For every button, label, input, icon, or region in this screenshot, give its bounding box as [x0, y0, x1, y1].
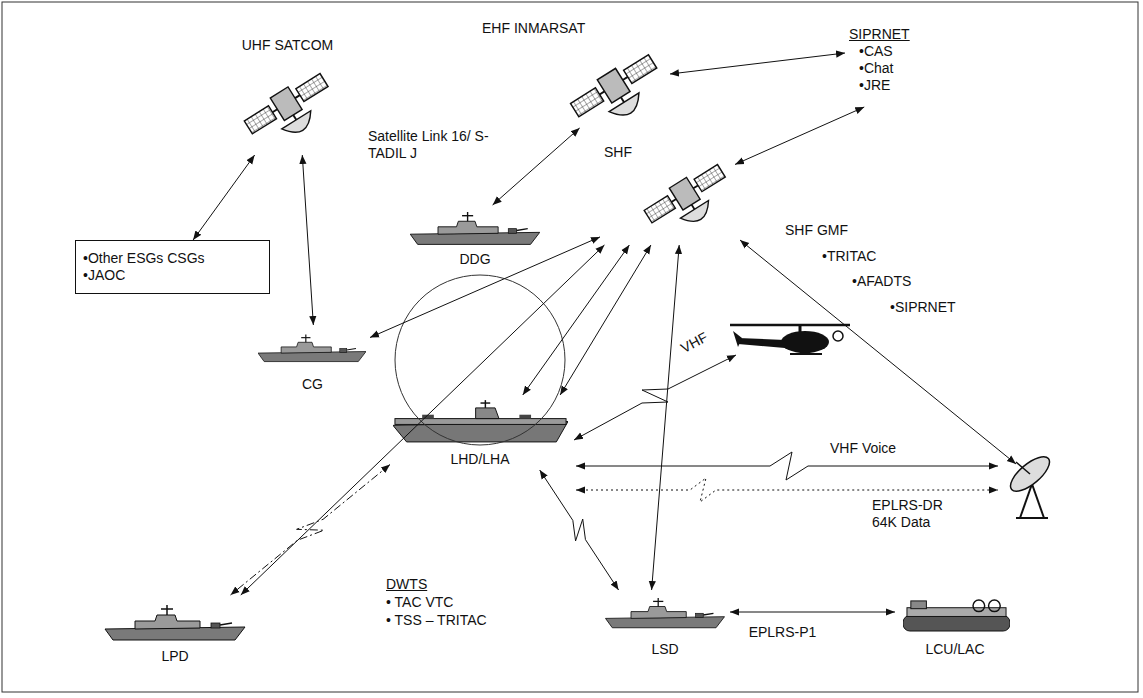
- shf-satellite: [641, 160, 737, 242]
- cg-ship: [258, 335, 366, 362]
- dish-feed: [1016, 462, 1030, 474]
- ship-node: CG: [255, 325, 370, 395]
- list-item: •JRE: [859, 77, 890, 94]
- link-note: •TRITAC: [822, 248, 876, 265]
- craft-node: LCU/LAC: [895, 590, 1015, 660]
- list-item: •CAS: [859, 43, 893, 60]
- list-item: • TAC VTC: [386, 594, 453, 611]
- ehf-satellite: [567, 50, 669, 138]
- node-label: CG: [302, 376, 323, 393]
- link-arrow: [670, 53, 845, 74]
- link-arrow: [231, 465, 390, 595]
- coverage-circle: [395, 275, 565, 445]
- link-note: SHF GMF: [785, 222, 848, 239]
- satellite-node: SHF: [600, 140, 735, 245]
- list-item: • TSS – TRITAC: [386, 612, 487, 629]
- nose-sensor: [833, 331, 843, 341]
- link-note: VHF: [678, 329, 711, 357]
- node-label: LHD/LHA: [450, 451, 509, 468]
- node-label: LSD: [651, 641, 678, 658]
- helicopter: [730, 325, 850, 354]
- node-label: SIPRNET: [849, 26, 910, 43]
- group-heading: DWTS: [386, 576, 427, 593]
- link-arrow: [560, 245, 651, 395]
- ship-node: DDG: [405, 205, 545, 270]
- list-item: •JAOC: [83, 267, 125, 284]
- satellite-node: UHF SATCOM: [225, 35, 350, 155]
- lhd-ship: [393, 400, 568, 442]
- link-note: •AFADTS: [852, 273, 911, 290]
- dish-base: [1016, 517, 1048, 519]
- link-arrow: [241, 245, 605, 595]
- node-label: LCU/LAC: [925, 641, 984, 658]
- ship-node: LSD: [600, 590, 730, 660]
- link-arrow: [540, 470, 619, 590]
- link-note: EPLRS-DR 64K Data: [872, 497, 952, 531]
- link-note: Satellite Link 16/ S-TADIL J: [368, 128, 498, 162]
- lsd-ship: [606, 598, 725, 628]
- node-label: EHF INMARSAT: [482, 20, 585, 37]
- group-box: •Other ESGs CSGs•JAOC: [75, 240, 270, 294]
- node-label: •Other ESGs CSGs: [83, 250, 205, 267]
- tail-fin: [733, 331, 742, 347]
- satellite-node: EHF INMARSAT: [480, 18, 670, 128]
- link-arrow: [370, 237, 600, 338]
- link-label: EPLRS-P1: [747, 624, 819, 641]
- network-list: SIPRNET•CAS•Chat•JRE: [845, 22, 935, 107]
- helicopter-body: [781, 331, 829, 353]
- link-arrow: [302, 155, 313, 325]
- lcac-craft: [903, 600, 1010, 631]
- ship-node: LPD: [95, 595, 255, 667]
- link-note: •SIPRNET: [890, 299, 956, 316]
- list-item: •Chat: [859, 60, 893, 77]
- link-arrow: [193, 155, 255, 240]
- link-arrow: [523, 245, 630, 395]
- rotor: [730, 324, 850, 327]
- node-label: DDG: [459, 251, 490, 268]
- link-arrow: [652, 245, 680, 590]
- node-label: UHF SATCOM: [242, 37, 334, 54]
- link-arrow: [730, 612, 895, 613]
- uhf-satellite: [241, 69, 340, 154]
- link-arrow: [493, 128, 580, 205]
- vhf-link: [574, 355, 736, 440]
- tail-boom: [738, 338, 785, 348]
- node-label: LPD: [161, 648, 188, 665]
- dish-leg: [1032, 484, 1044, 518]
- ship-node: LHD/LHA: [390, 395, 570, 470]
- shf-gmf-link: [740, 240, 1016, 464]
- landing-gear: [790, 353, 822, 355]
- node-label: SHF: [604, 144, 632, 161]
- ddg-ship: [410, 212, 540, 244]
- lpd-ship: [105, 605, 245, 640]
- vhf-voice-link: [576, 452, 998, 480]
- link-note: VHF Voice: [830, 440, 896, 457]
- link-arrow: [735, 107, 864, 164]
- ground-dish: [1005, 451, 1055, 497]
